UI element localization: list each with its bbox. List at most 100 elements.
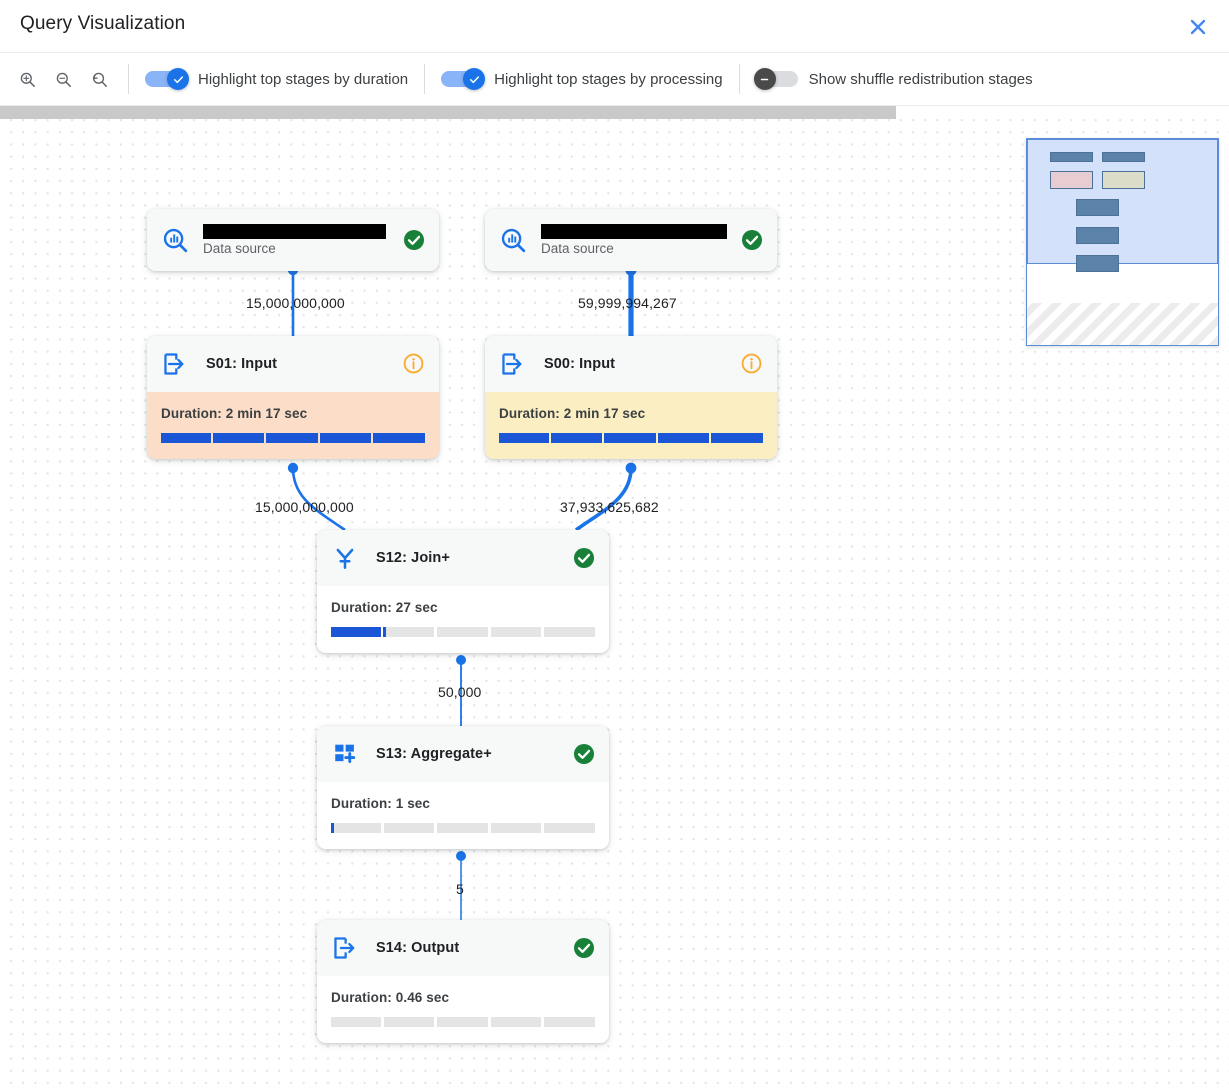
toggle-highlight-processing-label: Highlight top stages by processing <box>494 70 723 88</box>
edge-label-rows: 50,000 <box>438 684 482 700</box>
check-circle-icon <box>742 230 762 250</box>
status-badge-success <box>740 228 764 252</box>
node-progress-bar <box>331 627 596 637</box>
minimap-node <box>1076 255 1119 272</box>
status-badge-success <box>572 546 596 570</box>
node-duration: Duration: 27 sec <box>331 600 438 615</box>
redacted-data-source-name <box>203 224 386 239</box>
info-circle-icon <box>741 353 762 374</box>
zoom-in-icon <box>20 72 35 87</box>
node-header: S14: Output <box>317 920 609 976</box>
edge-label-rows: 37,933,625,682 <box>560 499 659 515</box>
minimap-node <box>1050 152 1093 162</box>
status-badge-info[interactable] <box>740 352 764 376</box>
data-source-search-icon <box>161 226 189 254</box>
output-arrow-icon <box>331 934 359 962</box>
node-data-source-right[interactable]: Data source <box>485 209 777 271</box>
graph-minimap[interactable] <box>1026 138 1219 346</box>
check-circle-icon <box>574 548 594 568</box>
switch-knob <box>167 68 189 90</box>
zoom-in-button[interactable] <box>14 66 40 92</box>
status-badge-info[interactable] <box>402 352 426 376</box>
status-badge-success <box>572 742 596 766</box>
node-progress-bar <box>499 433 764 443</box>
data-source-text: Data source <box>541 224 727 256</box>
minimap-node <box>1076 227 1119 244</box>
status-badge-success <box>572 936 596 960</box>
node-body: Duration: 27 sec <box>317 586 609 653</box>
input-arrow-icon <box>161 350 189 378</box>
input-arrow-icon <box>499 350 527 378</box>
status-badge-success <box>402 228 426 252</box>
aggregate-icon <box>331 740 359 768</box>
minimap-node <box>1102 152 1145 162</box>
redacted-data-source-name <box>541 224 727 239</box>
graph-canvas[interactable]: 15,000,000,000 59,999,994,267 15,000,000… <box>0 106 1229 1090</box>
minimap-node <box>1050 171 1093 189</box>
node-header: S00: Input <box>485 336 777 392</box>
zoom-reset-icon <box>92 72 107 87</box>
toggle-highlight-processing-switch[interactable] <box>441 68 486 90</box>
node-header: S13: Aggregate+ <box>317 726 609 782</box>
data-source-text: Data source <box>203 224 386 256</box>
node-title: S01: Input <box>206 356 278 372</box>
node-duration: Duration: 1 sec <box>331 796 431 811</box>
node-stage-s12-join[interactable]: S12: Join+ Duration: 27 sec <box>317 530 609 653</box>
node-header: S12: Join+ <box>317 530 609 586</box>
visualization-toolbar: Highlight top stages by duration Highlig… <box>0 53 1229 106</box>
node-title: S00: Input <box>544 356 616 372</box>
node-stage-s01-input[interactable]: S01: Input Duration: 2 min 17 sec <box>147 336 439 459</box>
switch-knob <box>463 68 486 90</box>
info-circle-icon <box>403 353 424 374</box>
node-header: Data source <box>485 209 777 271</box>
edge-label-rows: 5 <box>456 881 464 897</box>
horizontal-scrollbar-thumb[interactable] <box>0 106 896 119</box>
zoom-out-button[interactable] <box>50 66 76 92</box>
check-icon <box>173 75 183 83</box>
node-duration: Duration: 2 min 17 sec <box>161 406 308 421</box>
node-title: S13: Aggregate+ <box>376 746 492 762</box>
toggle-highlight-duration[interactable]: Highlight top stages by duration <box>145 68 409 90</box>
check-icon <box>469 75 479 83</box>
toggle-highlight-duration-label: Highlight top stages by duration <box>198 70 409 88</box>
toggle-highlight-duration-switch[interactable] <box>145 68 189 90</box>
toolbar-divider-3 <box>738 64 740 94</box>
dialog-title-bar: Query Visualization <box>0 0 1229 53</box>
node-duration: Duration: 0.46 sec <box>331 990 450 1005</box>
edge-label-rows: 15,000,000,000 <box>255 499 354 515</box>
node-title: S14: Output <box>376 940 460 956</box>
check-circle-icon <box>574 938 594 958</box>
node-stage-s14-output[interactable]: S14: Output Duration: 0.46 sec <box>317 920 609 1043</box>
node-body: Duration: 2 min 17 sec <box>485 392 777 459</box>
toggle-highlight-processing[interactable]: Highlight top stages by processing <box>441 68 723 90</box>
node-title: S12: Join+ <box>376 550 450 566</box>
node-duration: Duration: 2 min 17 sec <box>499 406 646 421</box>
check-circle-icon <box>574 744 594 764</box>
toolbar-divider <box>128 64 129 94</box>
minimap-node <box>1102 171 1145 189</box>
toggle-show-shuffle[interactable]: Show shuffle redistribution stages <box>753 68 1033 90</box>
minimap-offscreen-hatch <box>1027 303 1218 345</box>
toggle-show-shuffle-label: Show shuffle redistribution stages <box>808 70 1033 88</box>
node-progress-bar <box>161 433 426 443</box>
zoom-reset-button[interactable] <box>86 66 112 92</box>
close-button[interactable] <box>1181 10 1215 44</box>
close-icon <box>1190 19 1206 35</box>
node-body: Duration: 0.46 sec <box>317 976 609 1043</box>
horizontal-scrollbar-track[interactable] <box>0 106 1229 119</box>
node-data-source-left[interactable]: Data source <box>147 209 439 271</box>
page-title: Query Visualization <box>20 13 186 34</box>
toggle-show-shuffle-switch[interactable] <box>753 68 798 90</box>
minimap-viewport[interactable] <box>1027 139 1218 272</box>
node-header: S01: Input <box>147 336 439 392</box>
zoom-out-icon <box>56 72 71 87</box>
node-stage-s13-aggregate[interactable]: S13: Aggregate+ Duration: 1 sec <box>317 726 609 849</box>
node-body: Duration: 1 sec <box>317 782 609 849</box>
node-stage-s00-input[interactable]: S00: Input Duration: 2 min 17 sec <box>485 336 777 459</box>
toolbar-divider-2 <box>424 64 426 94</box>
node-progress-bar <box>331 823 596 833</box>
node-progress-bar <box>331 1017 596 1027</box>
data-source-subtitle: Data source <box>541 241 614 256</box>
node-header: Data source <box>147 209 439 271</box>
join-icon <box>331 544 359 572</box>
